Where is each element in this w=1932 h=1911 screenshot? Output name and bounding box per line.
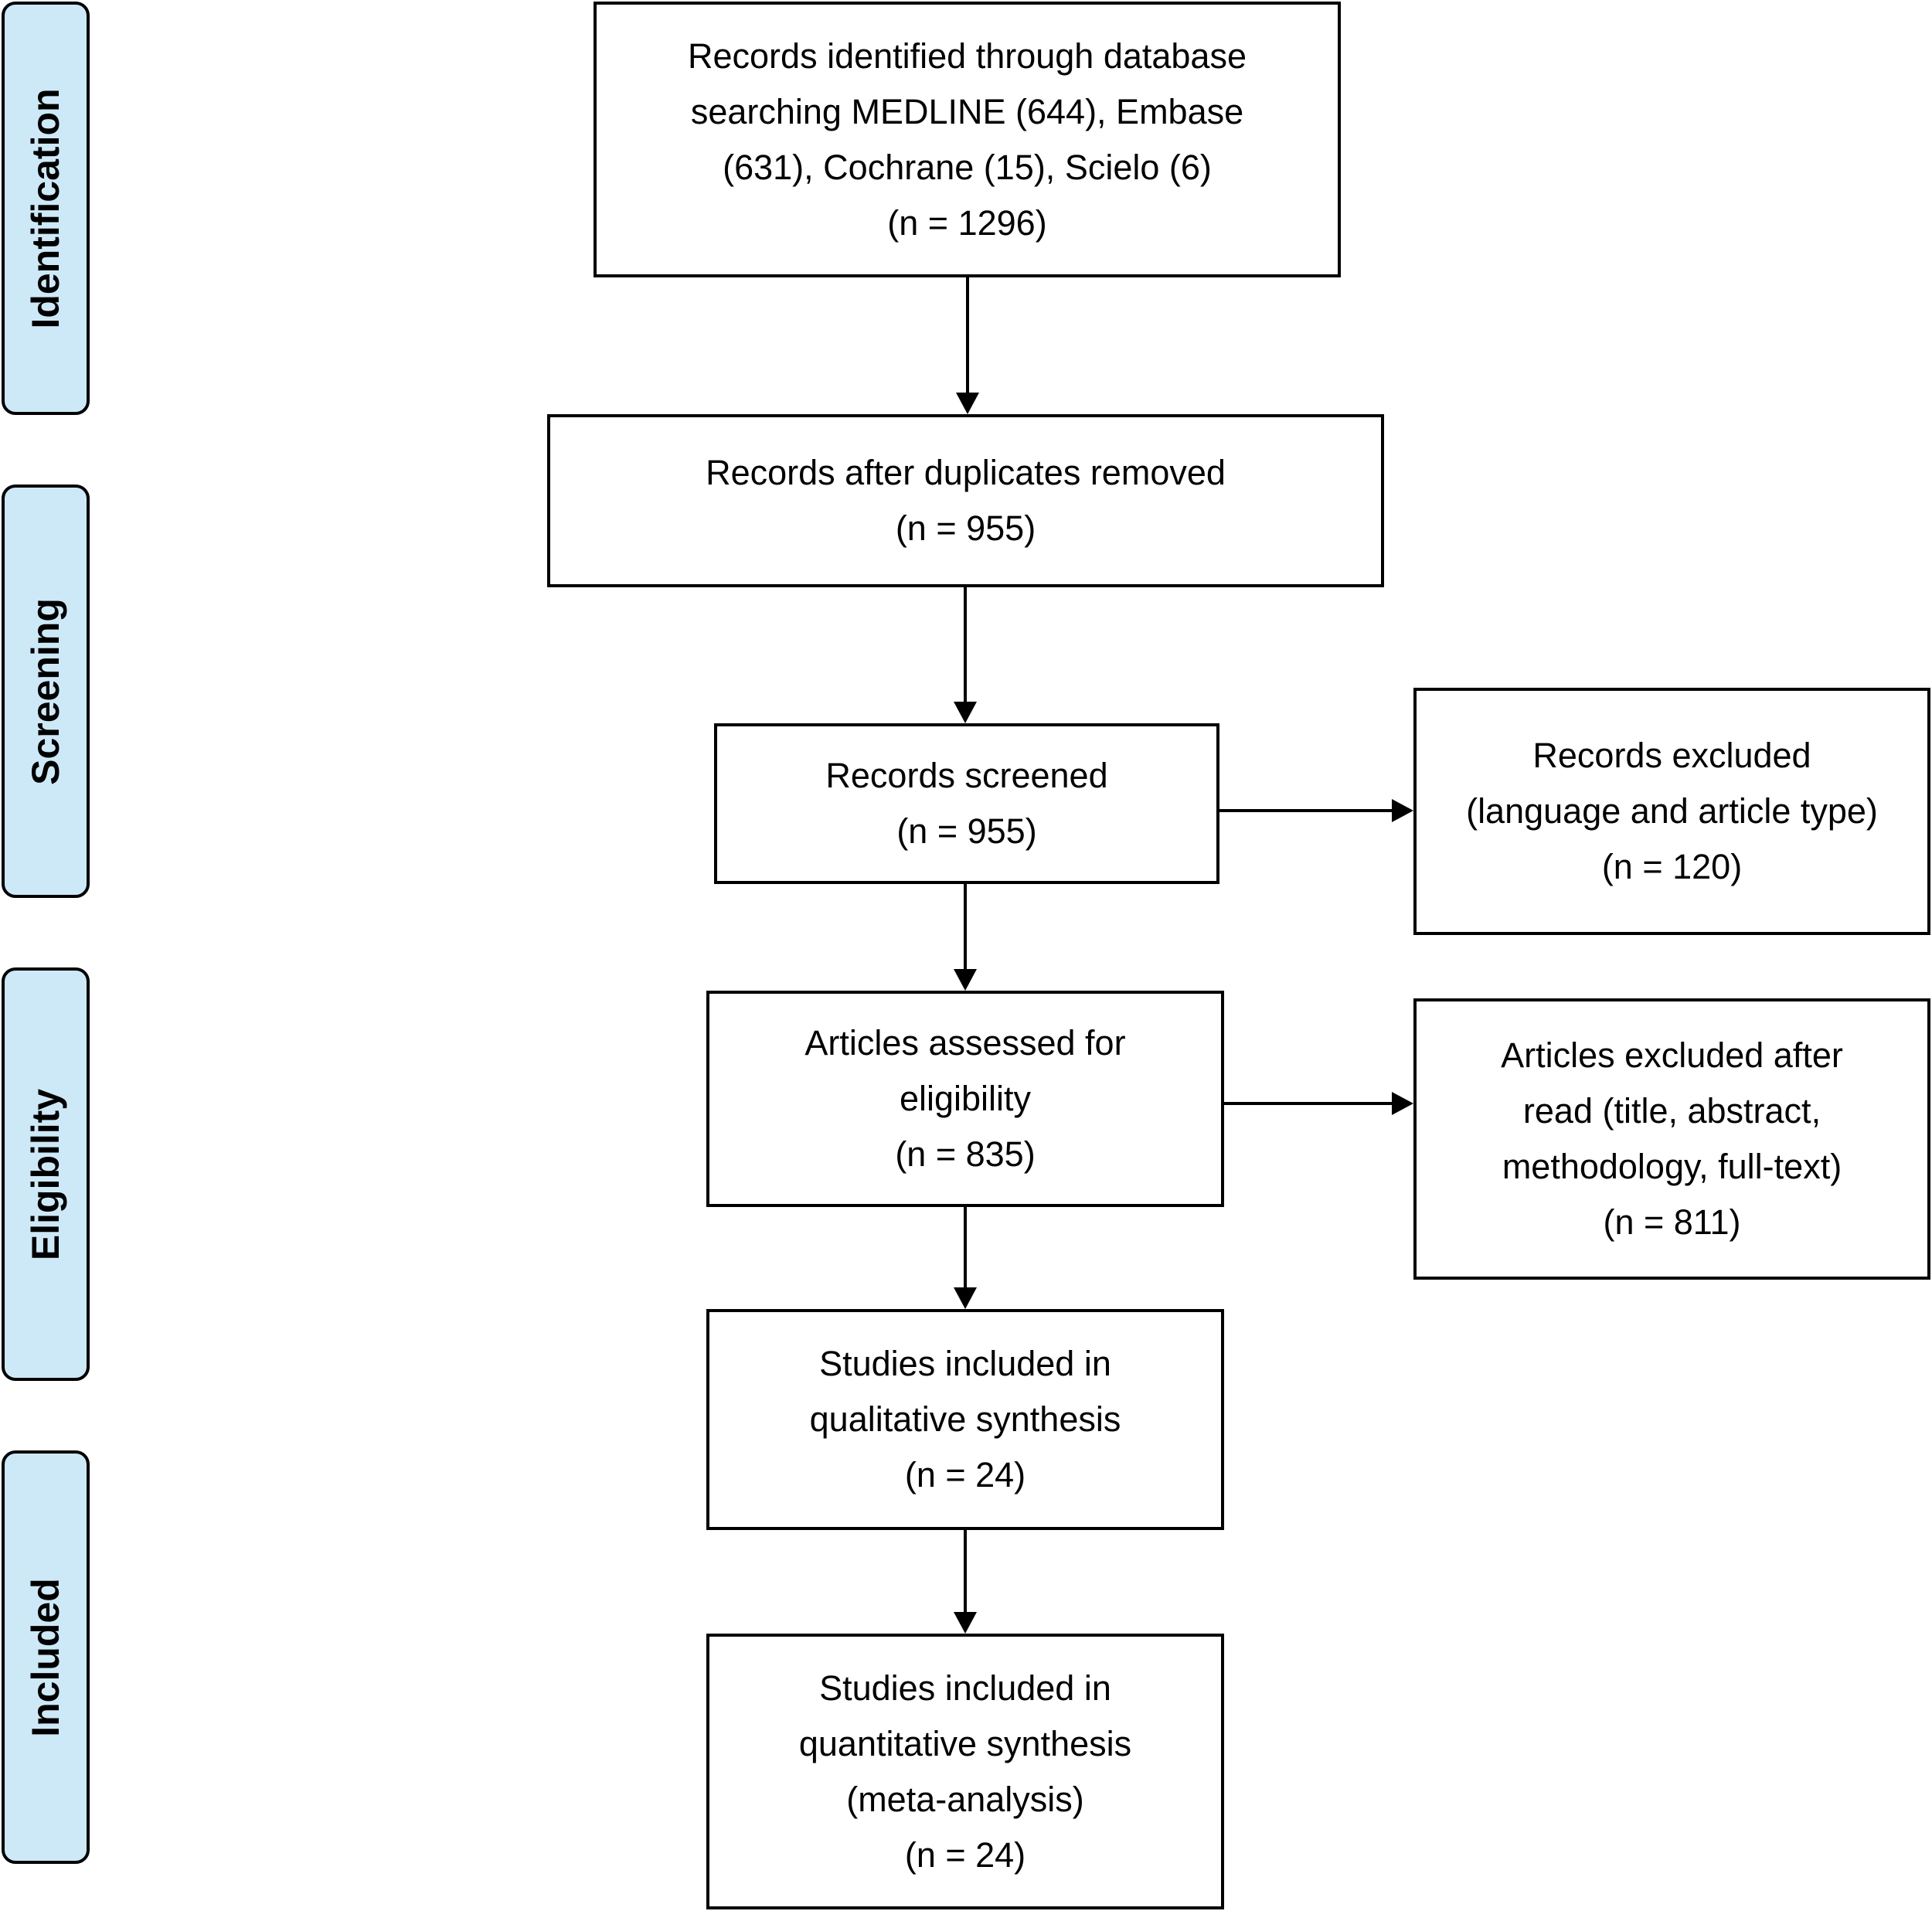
- box-line: Articles excluded after: [1501, 1035, 1843, 1075]
- box-line: Records screened: [825, 756, 1108, 795]
- box-line: Articles assessed for: [804, 1023, 1126, 1063]
- arrowhead-down: [956, 393, 979, 414]
- box-line: (language and article type): [1466, 791, 1878, 831]
- arrowhead-right: [1392, 1092, 1413, 1115]
- box-line: Records after duplicates removed: [706, 453, 1226, 492]
- box-line: (n = 120): [1601, 847, 1743, 886]
- stage-label-identification: Identification: [24, 87, 67, 329]
- box-line: qualitative synthesis: [809, 1399, 1121, 1439]
- stage-label-screening: Screening: [24, 597, 67, 785]
- box-records-identified: Records identified through database sear…: [594, 2, 1341, 277]
- box-duplicates-removed: Records after duplicates removed (n = 95…: [547, 414, 1384, 587]
- stage-identification: Identification: [2, 2, 90, 415]
- stage-included: Included: [2, 1450, 90, 1864]
- stage-label-eligibility: Eligibility: [24, 1088, 67, 1260]
- box-line: Records excluded: [1532, 736, 1811, 775]
- box-line: read (title, abstract,: [1522, 1091, 1821, 1131]
- box-records-excluded: Records excluded (language and article t…: [1413, 688, 1930, 935]
- box-line: (n = 811): [1603, 1202, 1741, 1242]
- box-line: (631), Cochrane (15), Scielo (6): [723, 147, 1212, 187]
- box-qualitative-synthesis: Studies included in qualitative synthesi…: [706, 1309, 1224, 1530]
- box-line: Records identified through database: [688, 36, 1247, 76]
- box-line: Studies included in: [819, 1344, 1111, 1383]
- box-line: (n = 955): [896, 811, 1037, 851]
- box-line: (n = 24): [904, 1834, 1026, 1875]
- box-line: quantitative synthesis: [798, 1723, 1132, 1763]
- arrowhead-down: [954, 1612, 977, 1634]
- box-assessed-eligibility: Articles assessed for eligibility (n = 8…: [706, 991, 1224, 1207]
- box-line: (n = 955): [895, 508, 1036, 548]
- box-articles-excluded: Articles excluded after read (title, abs…: [1413, 998, 1930, 1280]
- box-line: eligibility: [899, 1079, 1032, 1118]
- box-quantitative-synthesis: Studies included in quantitative synthes…: [706, 1634, 1224, 1909]
- box-line: (n = 1296): [887, 202, 1047, 243]
- arrowhead-right: [1392, 799, 1413, 822]
- arrowhead-down: [954, 702, 977, 723]
- stage-eligibility: Eligibility: [2, 967, 90, 1381]
- arrowhead-down: [954, 969, 977, 991]
- box-line: searching MEDLINE (644), Embase: [690, 91, 1244, 131]
- box-line: (n = 24): [904, 1455, 1026, 1494]
- box-line: (meta-analysis): [846, 1779, 1084, 1819]
- box-line: (n = 835): [895, 1134, 1036, 1174]
- stage-screening: Screening: [2, 485, 90, 898]
- arrowhead-down: [954, 1287, 977, 1309]
- box-line: Studies included in: [819, 1668, 1111, 1708]
- box-records-screened: Records screened (n = 955): [714, 723, 1219, 884]
- box-line: methodology, full-text): [1502, 1147, 1842, 1186]
- stage-label-included: Included: [24, 1577, 67, 1737]
